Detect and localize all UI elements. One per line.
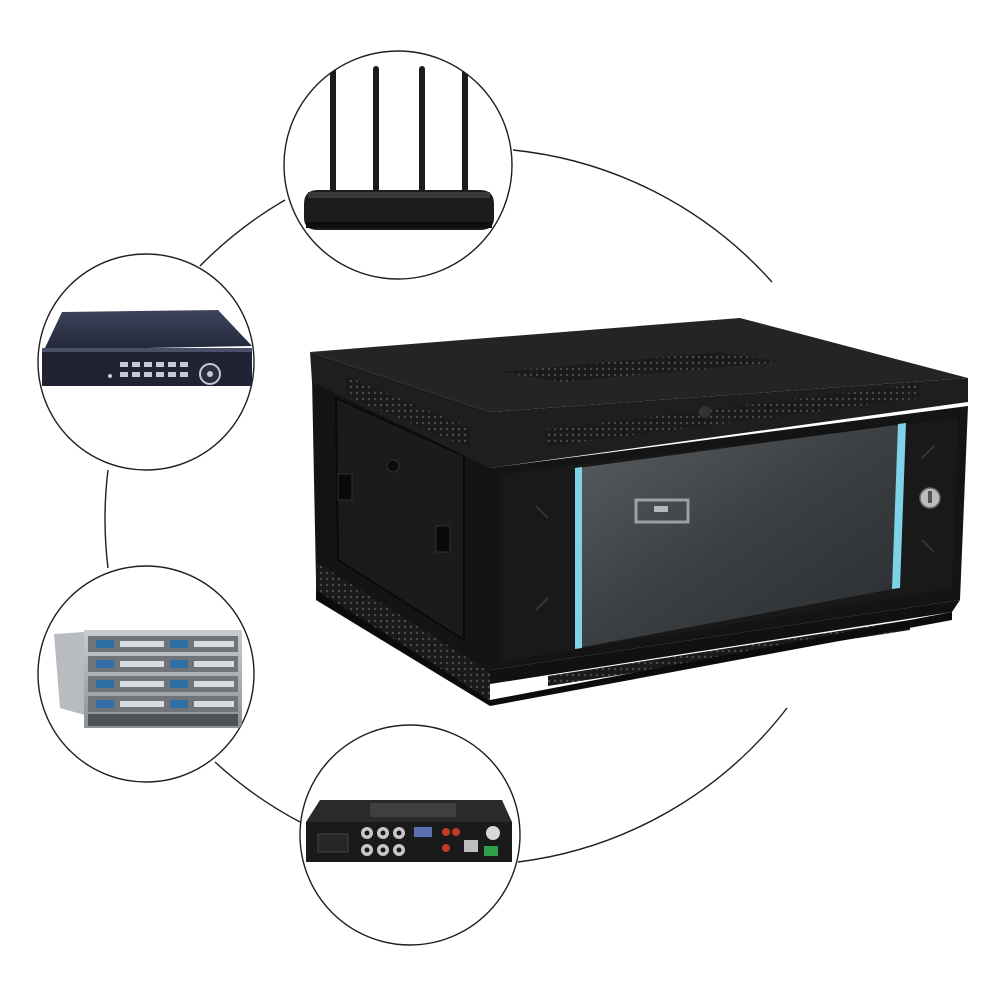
server-chassis-icon bbox=[54, 630, 242, 728]
door-trim-right bbox=[892, 423, 906, 589]
ring-arc-top-left bbox=[199, 199, 286, 267]
dvr-recorder-icon bbox=[42, 310, 252, 386]
network-cabinet-icon bbox=[310, 318, 968, 706]
server-circle bbox=[37, 565, 255, 783]
nvr-back-panel-icon bbox=[306, 800, 512, 862]
door-trim-left bbox=[575, 467, 582, 649]
ring-arc-left bbox=[104, 469, 109, 569]
dvr-circle bbox=[37, 253, 255, 471]
ring-arc-top-right bbox=[512, 149, 773, 283]
ring-arc-bottom-right bbox=[517, 707, 788, 863]
wifi-router-icon bbox=[304, 66, 494, 230]
recorder-circle bbox=[299, 724, 521, 946]
connector-ring bbox=[104, 149, 788, 863]
ring-arc-bottom-left bbox=[214, 761, 301, 823]
cabinet-glass bbox=[578, 424, 904, 648]
router-circle bbox=[283, 50, 513, 280]
